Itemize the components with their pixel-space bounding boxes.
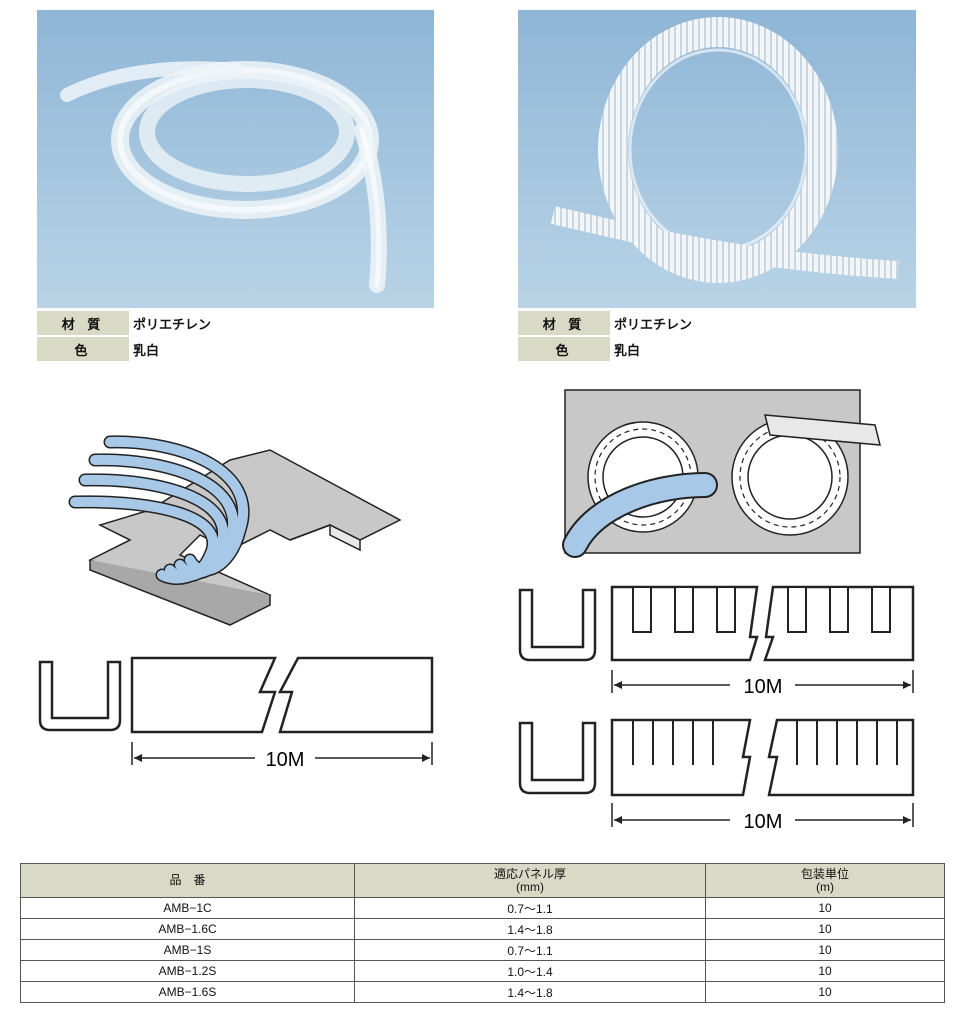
table-row: AMB−1.2S 1.0〜1.4 10: [20, 960, 945, 982]
edge-trim-coil-photo: [37, 10, 434, 308]
spec-row-color: 色 乳白: [37, 337, 435, 361]
package-unit-cell: 10: [705, 897, 945, 919]
spec-list-left: 材 質 ポリエチレン 色 乳白: [37, 311, 435, 363]
dimension-label: 10M: [744, 811, 783, 833]
column-header-unit: (mm): [516, 879, 544, 894]
panel-thickness-cell: 1.4〜1.8: [354, 918, 706, 940]
column-header-unit: (m): [816, 879, 834, 894]
column-header-label: 包装単位: [800, 866, 849, 881]
dimension-label: 10M: [266, 749, 305, 771]
table-row: AMB−1C 0.7〜1.1 10: [20, 897, 945, 919]
panel-thickness-cell: 1.0〜1.4: [354, 960, 706, 982]
spec-value: ポリエチレン: [614, 317, 693, 333]
table-header-row: 品 番 適応パネル厚 (mm) 包装単位 (m): [20, 863, 945, 898]
spec-row-material: 材 質 ポリエチレン: [518, 311, 916, 335]
panel-thickness-cell: 0.7〜1.1: [354, 939, 706, 961]
spec-key: 色: [518, 337, 610, 361]
package-unit-cell: 10: [705, 960, 945, 982]
table-row: AMB−1.6S 1.4〜1.8 10: [20, 981, 945, 1003]
spec-row-material: 材 質 ポリエチレン: [37, 311, 435, 335]
part-number-cell: AMB−1S: [20, 939, 355, 961]
spec-row-color: 色 乳白: [518, 337, 916, 361]
spec-key: 材 質: [518, 311, 610, 335]
spec-list-right: 材 質 ポリエチレン 色 乳白: [518, 311, 916, 363]
column-header-label: 品 番: [169, 873, 206, 887]
table-row: AMB−1.6C 1.4〜1.8 10: [20, 918, 945, 940]
column-header-label: 適応パネル厚: [493, 866, 566, 881]
part-number-cell: AMB−1.6S: [20, 981, 355, 1003]
package-unit-cell: 10: [705, 939, 945, 961]
column-header: 包装単位 (m): [705, 863, 945, 898]
part-number-cell: AMB−1.2S: [20, 960, 355, 982]
table-row: AMB−1S 0.7〜1.1 10: [20, 939, 945, 961]
spec-value: ポリエチレン: [133, 317, 212, 333]
part-number-cell: AMB−1C: [20, 897, 355, 919]
spec-value: 乳白: [614, 343, 641, 359]
part-number-cell: AMB−1.6C: [20, 918, 355, 940]
panel-thickness-cell: 1.4〜1.8: [354, 981, 706, 1003]
grommet-strip-drawing: 10M 10M: [518, 389, 915, 833]
package-unit-cell: 10: [705, 981, 945, 1003]
column-header: 適応パネル厚 (mm): [354, 863, 706, 898]
spec-value: 乳白: [133, 343, 160, 359]
column-header: 品 番: [20, 863, 355, 898]
panel-thickness-cell: 0.7〜1.1: [354, 897, 706, 919]
product-table: 品 番 適応パネル厚 (mm) 包装単位 (m) AMB−1C 0.7〜1.1 …: [20, 863, 945, 1003]
dimension-label: 10M: [744, 676, 783, 698]
grommet-strip-coil-photo: [518, 10, 916, 308]
spec-key: 材 質: [37, 311, 129, 335]
package-unit-cell: 10: [705, 918, 945, 940]
edge-trim-drawing: 10M: [38, 435, 434, 771]
spec-key: 色: [37, 337, 129, 361]
